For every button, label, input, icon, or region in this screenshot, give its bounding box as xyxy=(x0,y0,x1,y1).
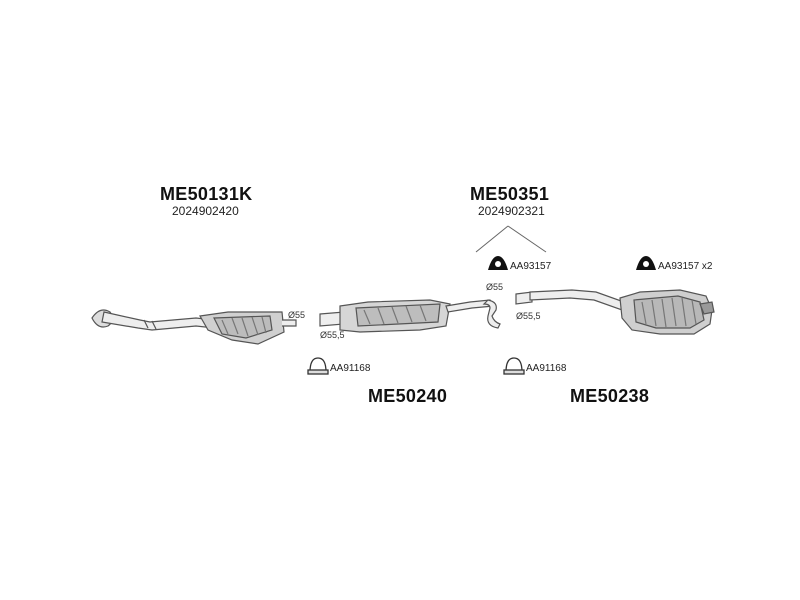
rear-part-code: ME50238 xyxy=(570,386,650,406)
hanger-label-2: AA93157 x2 xyxy=(658,261,713,272)
hanger-label-1: AA93157 xyxy=(510,261,552,272)
middle-out-diameter-label: Ø55 xyxy=(486,282,504,292)
kit-pointer-lines xyxy=(475,225,547,253)
front-part-code: ME50131K xyxy=(160,184,253,204)
hanger-icon xyxy=(488,256,508,270)
front-pipe-catalyst xyxy=(91,309,297,345)
clamp-icon xyxy=(307,357,329,375)
middle-part-code: ME50240 xyxy=(368,386,448,406)
clamp-label-2: AA91168 xyxy=(526,363,567,374)
rear-diameter-label: Ø55,5 xyxy=(516,311,541,321)
kit-oe-number: 2024902321 xyxy=(478,204,545,218)
rear-pipe-silencer xyxy=(515,289,715,335)
kit-part-code: ME50351 xyxy=(470,184,550,204)
middle-pipe-silencer xyxy=(319,299,501,333)
clamp-label-1: AA91168 xyxy=(330,363,371,374)
middle-in-diameter-label: Ø55,5 xyxy=(320,330,345,340)
hanger-icon xyxy=(636,256,656,270)
clamp-icon xyxy=(503,357,525,375)
front-diameter-label: Ø55 xyxy=(288,310,306,320)
front-oe-number: 2024902420 xyxy=(172,204,239,218)
